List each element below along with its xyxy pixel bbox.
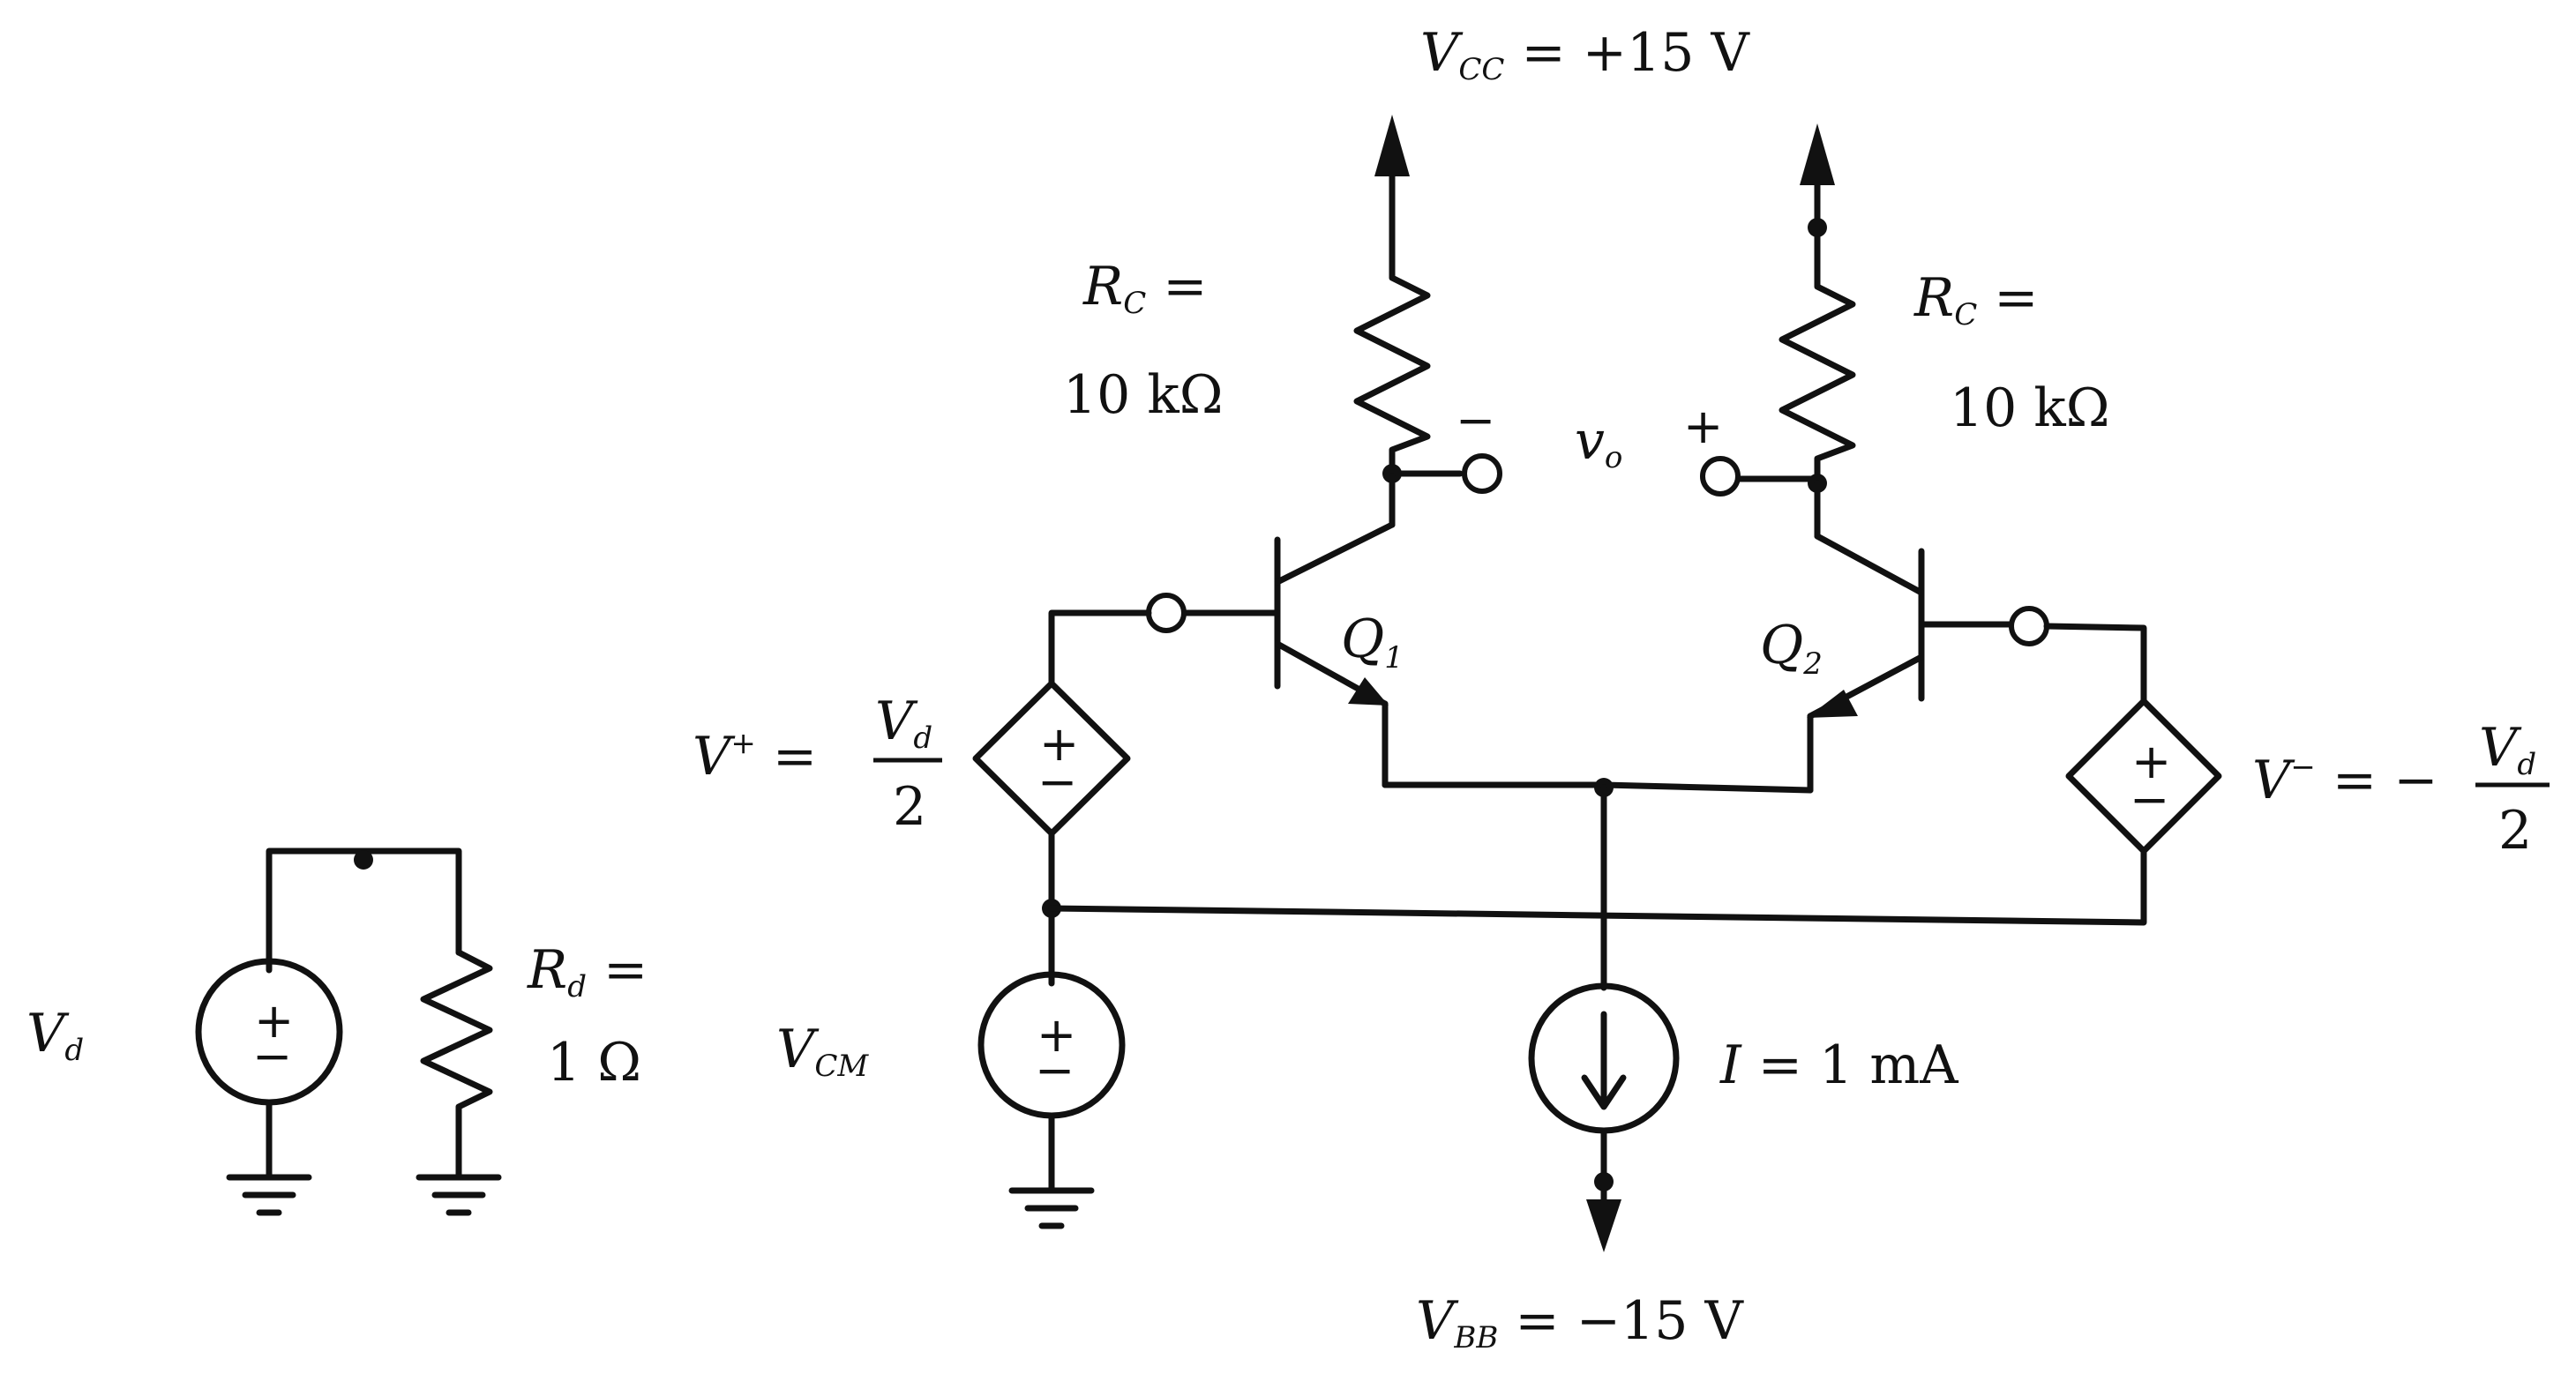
rc-left-label: RC = bbox=[1082, 256, 1208, 321]
rd-resistor bbox=[420, 949, 493, 1181]
rc-right-label: RC = bbox=[1913, 267, 2039, 332]
vd-top-node bbox=[354, 850, 373, 870]
rc-left-resistor bbox=[1353, 261, 1431, 480]
vplus-label: V+ = bbox=[693, 726, 817, 788]
svg-text:−: − bbox=[252, 1028, 292, 1084]
rc-right-resistor bbox=[1778, 270, 1856, 487]
common-mode-bus bbox=[1048, 848, 2147, 926]
ground-vcm bbox=[1008, 1187, 1095, 1229]
svg-text:+: + bbox=[254, 993, 294, 1049]
vo-label: vo bbox=[1575, 410, 1622, 475]
vminus-label: V− = − bbox=[2252, 750, 2438, 811]
rd-value: 1 Ω bbox=[547, 1032, 641, 1094]
vbb-label: VBB = −15 V bbox=[1416, 1290, 1744, 1355]
vo-minus-sign: − bbox=[1456, 392, 1495, 448]
vcc-label: VCC = +15 V bbox=[1420, 22, 1750, 87]
current-source-i bbox=[1528, 982, 1680, 1134]
vd-source: + − bbox=[195, 958, 343, 1106]
ground-vd bbox=[226, 1174, 312, 1216]
transistor-q2 bbox=[1807, 480, 1925, 794]
vo-minus-terminal bbox=[1462, 453, 1502, 494]
dependent-source-vplus: + − bbox=[972, 680, 1131, 837]
vo-plus-sign: + bbox=[1683, 399, 1723, 454]
svg-text:−: − bbox=[1037, 754, 1077, 810]
q1-base-terminal bbox=[1146, 593, 1187, 633]
vd-label: Vd bbox=[26, 1003, 84, 1068]
svg-text:+: + bbox=[1039, 716, 1079, 772]
svg-text:−: − bbox=[1035, 1042, 1075, 1098]
ground-rd bbox=[416, 1174, 502, 1216]
vcm-label: VCM bbox=[776, 1019, 869, 1084]
svg-text:−: − bbox=[2130, 772, 2169, 827]
rc-right-value: 10 kΩ bbox=[1950, 377, 2110, 439]
dependent-source-vminus: + − bbox=[2065, 698, 2222, 855]
vo-plus-terminal bbox=[1700, 456, 1741, 497]
rd-label: Rd = bbox=[527, 939, 648, 1004]
vplus-denominator: 2 bbox=[893, 776, 926, 838]
q2-label: Q2 bbox=[1760, 615, 1823, 682]
vplus-numerator: Vd bbox=[875, 691, 932, 756]
vcm-source: + − bbox=[977, 971, 1126, 1119]
rc-left-value: 10 kΩ bbox=[1063, 364, 1224, 426]
svg-text:+: + bbox=[2131, 734, 2171, 789]
q1-label: Q1 bbox=[1341, 609, 1404, 676]
vbb-arrow bbox=[1586, 1127, 1621, 1252]
vminus-denominator: 2 bbox=[2498, 800, 2532, 862]
current-source-label: I = 1 mA bbox=[1719, 1034, 1958, 1096]
vcc-arrow-left bbox=[1374, 115, 1410, 268]
vcc-arrow-right bbox=[1800, 123, 1835, 277]
svg-text:+: + bbox=[1037, 1007, 1076, 1063]
q2-base-terminal bbox=[2009, 606, 2049, 646]
vminus-numerator: Vd bbox=[2479, 717, 2536, 782]
